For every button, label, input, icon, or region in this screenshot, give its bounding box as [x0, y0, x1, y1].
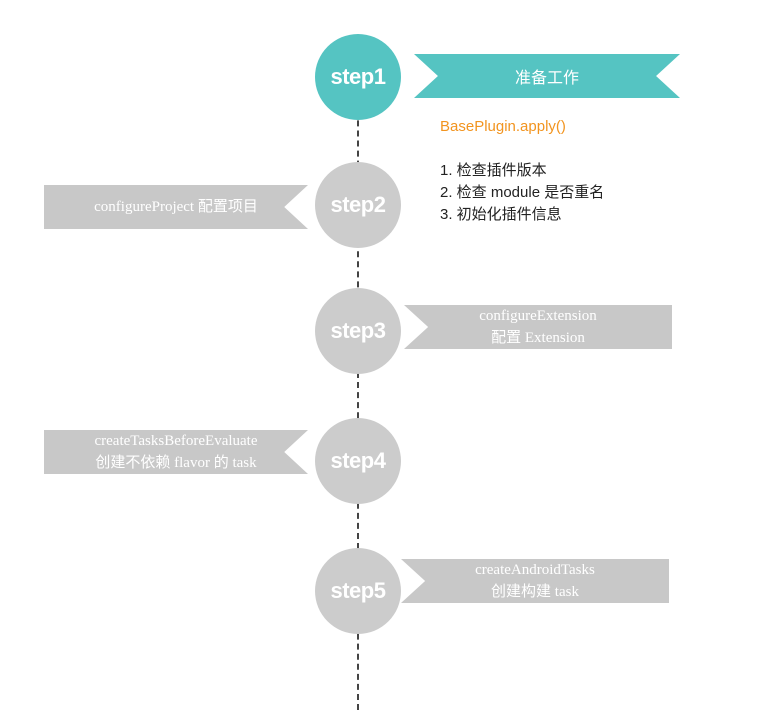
step1-item-list: 1. 检查插件版本 2. 检查 module 是否重名 3. 初始化插件信息 — [440, 160, 604, 226]
list-item: 1. 检查插件版本 — [440, 162, 547, 179]
step1-method: BasePlugin.apply() — [440, 118, 566, 135]
step1-flag: 准备工作 — [414, 54, 680, 98]
step2-label: step2 — [330, 192, 386, 217]
step4-callout-line2: 创建不依赖 flavor 的 task — [95, 455, 257, 471]
step3-callout-line1: configureExtension — [479, 308, 597, 324]
step4-callout-line1: createTasksBeforeEvaluate — [94, 433, 258, 449]
step3-circle: step3 — [315, 288, 401, 374]
step2-callout-line1: configureProject 配置项目 — [94, 199, 258, 215]
step3-label: step3 — [330, 318, 386, 343]
step1-label: step1 — [330, 64, 386, 89]
step1-flag-text: 准备工作 — [514, 70, 579, 87]
step2-callout: configureProject 配置项目 — [44, 185, 308, 229]
step5-circle: step5 — [315, 548, 401, 634]
step5-callout: createAndroidTasks 创建构建 task — [401, 559, 669, 603]
list-item: 2. 检查 module 是否重名 — [440, 184, 605, 201]
step4-callout: createTasksBeforeEvaluate 创建不依赖 flavor 的… — [44, 430, 308, 474]
step5-callout-line2: 创建构建 task — [491, 584, 579, 600]
step5-callout-line1: createAndroidTasks — [475, 562, 595, 578]
step3-callout: configureExtension 配置 Extension — [404, 305, 672, 349]
step4-label: step4 — [330, 448, 386, 473]
step5-label: step5 — [330, 578, 386, 603]
step2-circle: step2 — [315, 162, 401, 248]
list-item: 3. 初始化插件信息 — [440, 206, 562, 223]
step4-circle: step4 — [315, 418, 401, 504]
step3-callout-line2: 配置 Extension — [491, 330, 585, 346]
timeline-dashed-line — [357, 60, 359, 710]
step1-circle: step1 — [315, 34, 401, 120]
